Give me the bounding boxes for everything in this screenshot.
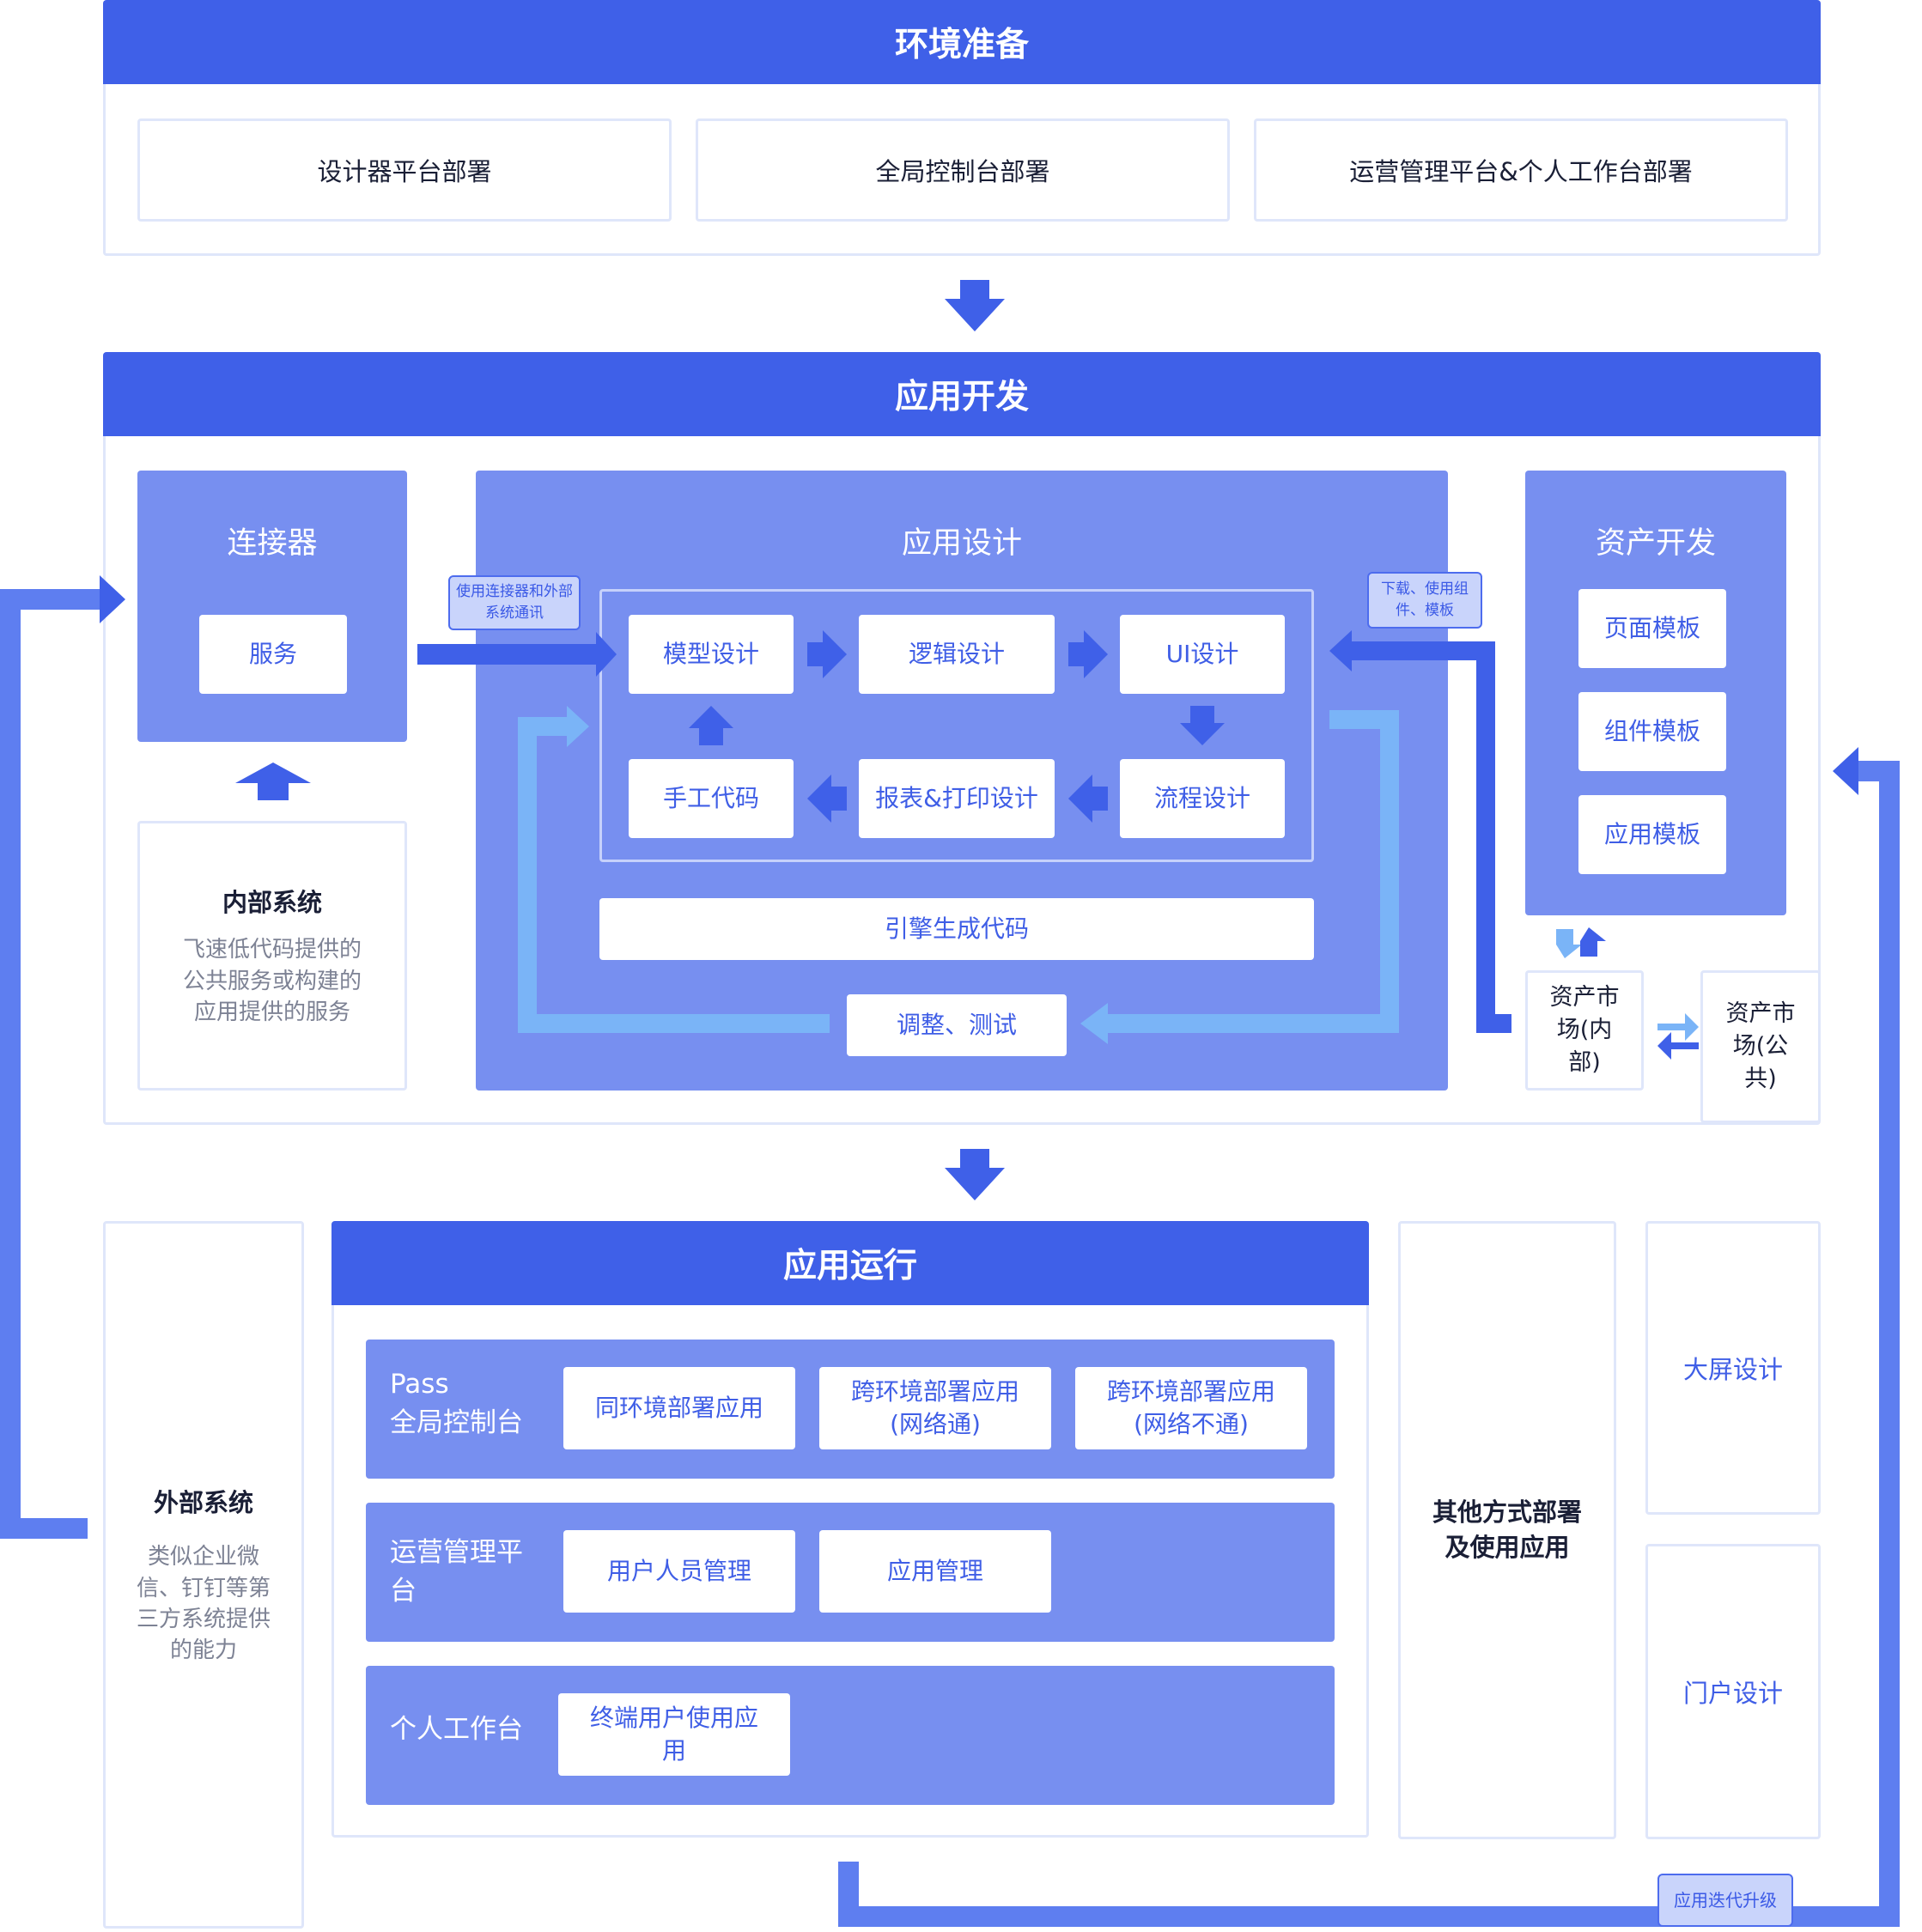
run-row-workspace-label: 个人工作台 <box>390 1714 523 1745</box>
engine-generate-code: 引擎生成代码 <box>599 898 1314 960</box>
external-to-connector-line <box>0 589 101 1539</box>
env-item-console: 全局控制台部署 <box>696 118 1230 222</box>
manual-to-model-arrow <box>689 706 733 745</box>
other-deploy: 其他方式部署及使用应用 <box>1398 1221 1616 1839</box>
test-loop-right <box>1101 710 1399 1033</box>
report-print-design: 报表&打印设计 <box>859 759 1055 838</box>
manual-code: 手工代码 <box>629 759 794 838</box>
cross-env-deploy-connected: 跨环境部署应用 (网络通) <box>819 1367 1051 1449</box>
page-template: 页面模板 <box>1578 589 1726 668</box>
connector-service: 服务 <box>199 615 347 694</box>
cross-env-connected-text: 跨环境部署应用 (网络通) <box>850 1377 1019 1438</box>
portal-design: 门户设计 <box>1645 1544 1821 1839</box>
design-inner-frame <box>599 589 1314 862</box>
internal-system: 内部系统 飞速低代码提供的公共服务或构建的应用提供的服务 <box>137 821 407 1091</box>
internal-to-connector-arrow <box>235 762 311 800</box>
test-loop-left-head <box>567 706 589 747</box>
dev-title: 应用开发 <box>103 352 1821 436</box>
run-row-console-label-1: Pass <box>390 1369 449 1400</box>
run-row-ops-label-2: 台 <box>390 1575 417 1607</box>
component-template: 组件模板 <box>1578 692 1726 771</box>
dev-to-run-arrow <box>945 1149 1005 1200</box>
big-screen-design: 大屏设计 <box>1645 1221 1821 1515</box>
external-title: 外部系统 <box>153 1488 253 1518</box>
asset-title: 资产开发 <box>1595 526 1716 561</box>
logic-to-ui-arrow <box>1068 630 1108 678</box>
app-template: 应用模板 <box>1578 795 1726 874</box>
market-to-ui-head <box>1329 630 1352 671</box>
test-loop-left <box>518 717 830 1033</box>
model-to-logic-arrow <box>807 630 847 678</box>
end-user-use-app-text: 终端用户使用应 用 <box>589 1704 758 1765</box>
run-title: 应用运行 <box>331 1221 1369 1305</box>
asset-market-internal: 资产市场(内部) <box>1525 970 1644 1091</box>
model-design: 模型设计 <box>629 615 794 694</box>
run-row-workspace <box>366 1666 1335 1805</box>
connector-title: 连接器 <box>227 526 318 561</box>
env-title: 环境准备 <box>103 0 1821 84</box>
ui-to-flow-arrow <box>1180 706 1225 745</box>
cross-env-deploy-disconnected: 跨环境部署应用 (网络不通) <box>1075 1367 1307 1449</box>
user-management: 用户人员管理 <box>563 1530 795 1613</box>
external-system: 外部系统 类似企业微信、钉钉等第三方系统提供的能力 <box>103 1221 304 1929</box>
design-title: 应用设计 <box>901 526 1022 561</box>
asset-market-updown-a <box>1556 929 1582 958</box>
ui-design: UI设计 <box>1120 615 1285 694</box>
upgrade-loop-head <box>1833 747 1858 795</box>
app-management: 应用管理 <box>819 1530 1051 1613</box>
market-leftright-b <box>1657 1032 1699 1060</box>
flow-to-report-arrow <box>1068 775 1108 823</box>
external-desc: 类似企业微信、钉钉等第三方系统提供的能力 <box>136 1544 271 1664</box>
internal-title: 内部系统 <box>222 888 322 918</box>
asset-market-public: 资产市场(公共) <box>1700 970 1821 1123</box>
tag-download-templates: 下载、使用组件、模板 <box>1367 572 1482 629</box>
adjust-test: 调整、测试 <box>847 994 1067 1056</box>
other-deploy-title: 其他方式部署及使用应用 <box>1432 1498 1582 1562</box>
run-row-ops-label: 运营管理平 台 <box>390 1534 523 1611</box>
tag-connector-comm: 使用连接器和外部系统通讯 <box>448 575 581 630</box>
connector-panel <box>137 471 407 742</box>
run-row-console-label-2: 全局控制台 <box>390 1406 523 1438</box>
external-to-connector-head <box>100 575 125 623</box>
cross-env-disconnected-text: 跨环境部署应用 (网络不通) <box>1106 1377 1275 1438</box>
same-env-deploy: 同环境部署应用 <box>563 1367 795 1449</box>
test-loop-right-head <box>1080 1003 1108 1044</box>
report-to-manual-arrow <box>807 775 847 823</box>
env-item-ops: 运营管理平台&个人工作台部署 <box>1254 118 1788 222</box>
flow-design: 流程设计 <box>1120 759 1285 838</box>
tag-app-iteration-upgrade: 应用迭代升级 <box>1657 1874 1793 1927</box>
env-item-designer: 设计器平台部署 <box>137 118 672 222</box>
run-row-ops-label-1: 运营管理平 <box>390 1537 523 1568</box>
internal-desc: 飞速低代码提供的公共服务或构建的应用提供的服务 <box>182 937 362 1026</box>
env-to-dev-arrow <box>945 280 1005 331</box>
asset-market-updown-b <box>1580 927 1606 957</box>
end-user-use-app: 终端用户使用应 用 <box>558 1693 790 1776</box>
upgrade-loop-line <box>838 761 1900 1927</box>
market-to-ui-line <box>1348 641 1511 1033</box>
market-leftright-a <box>1657 1013 1699 1041</box>
logic-design: 逻辑设计 <box>859 615 1055 694</box>
connector-to-model-arrow <box>417 632 617 677</box>
run-row-console-label: Pass 全局控制台 <box>390 1365 523 1443</box>
